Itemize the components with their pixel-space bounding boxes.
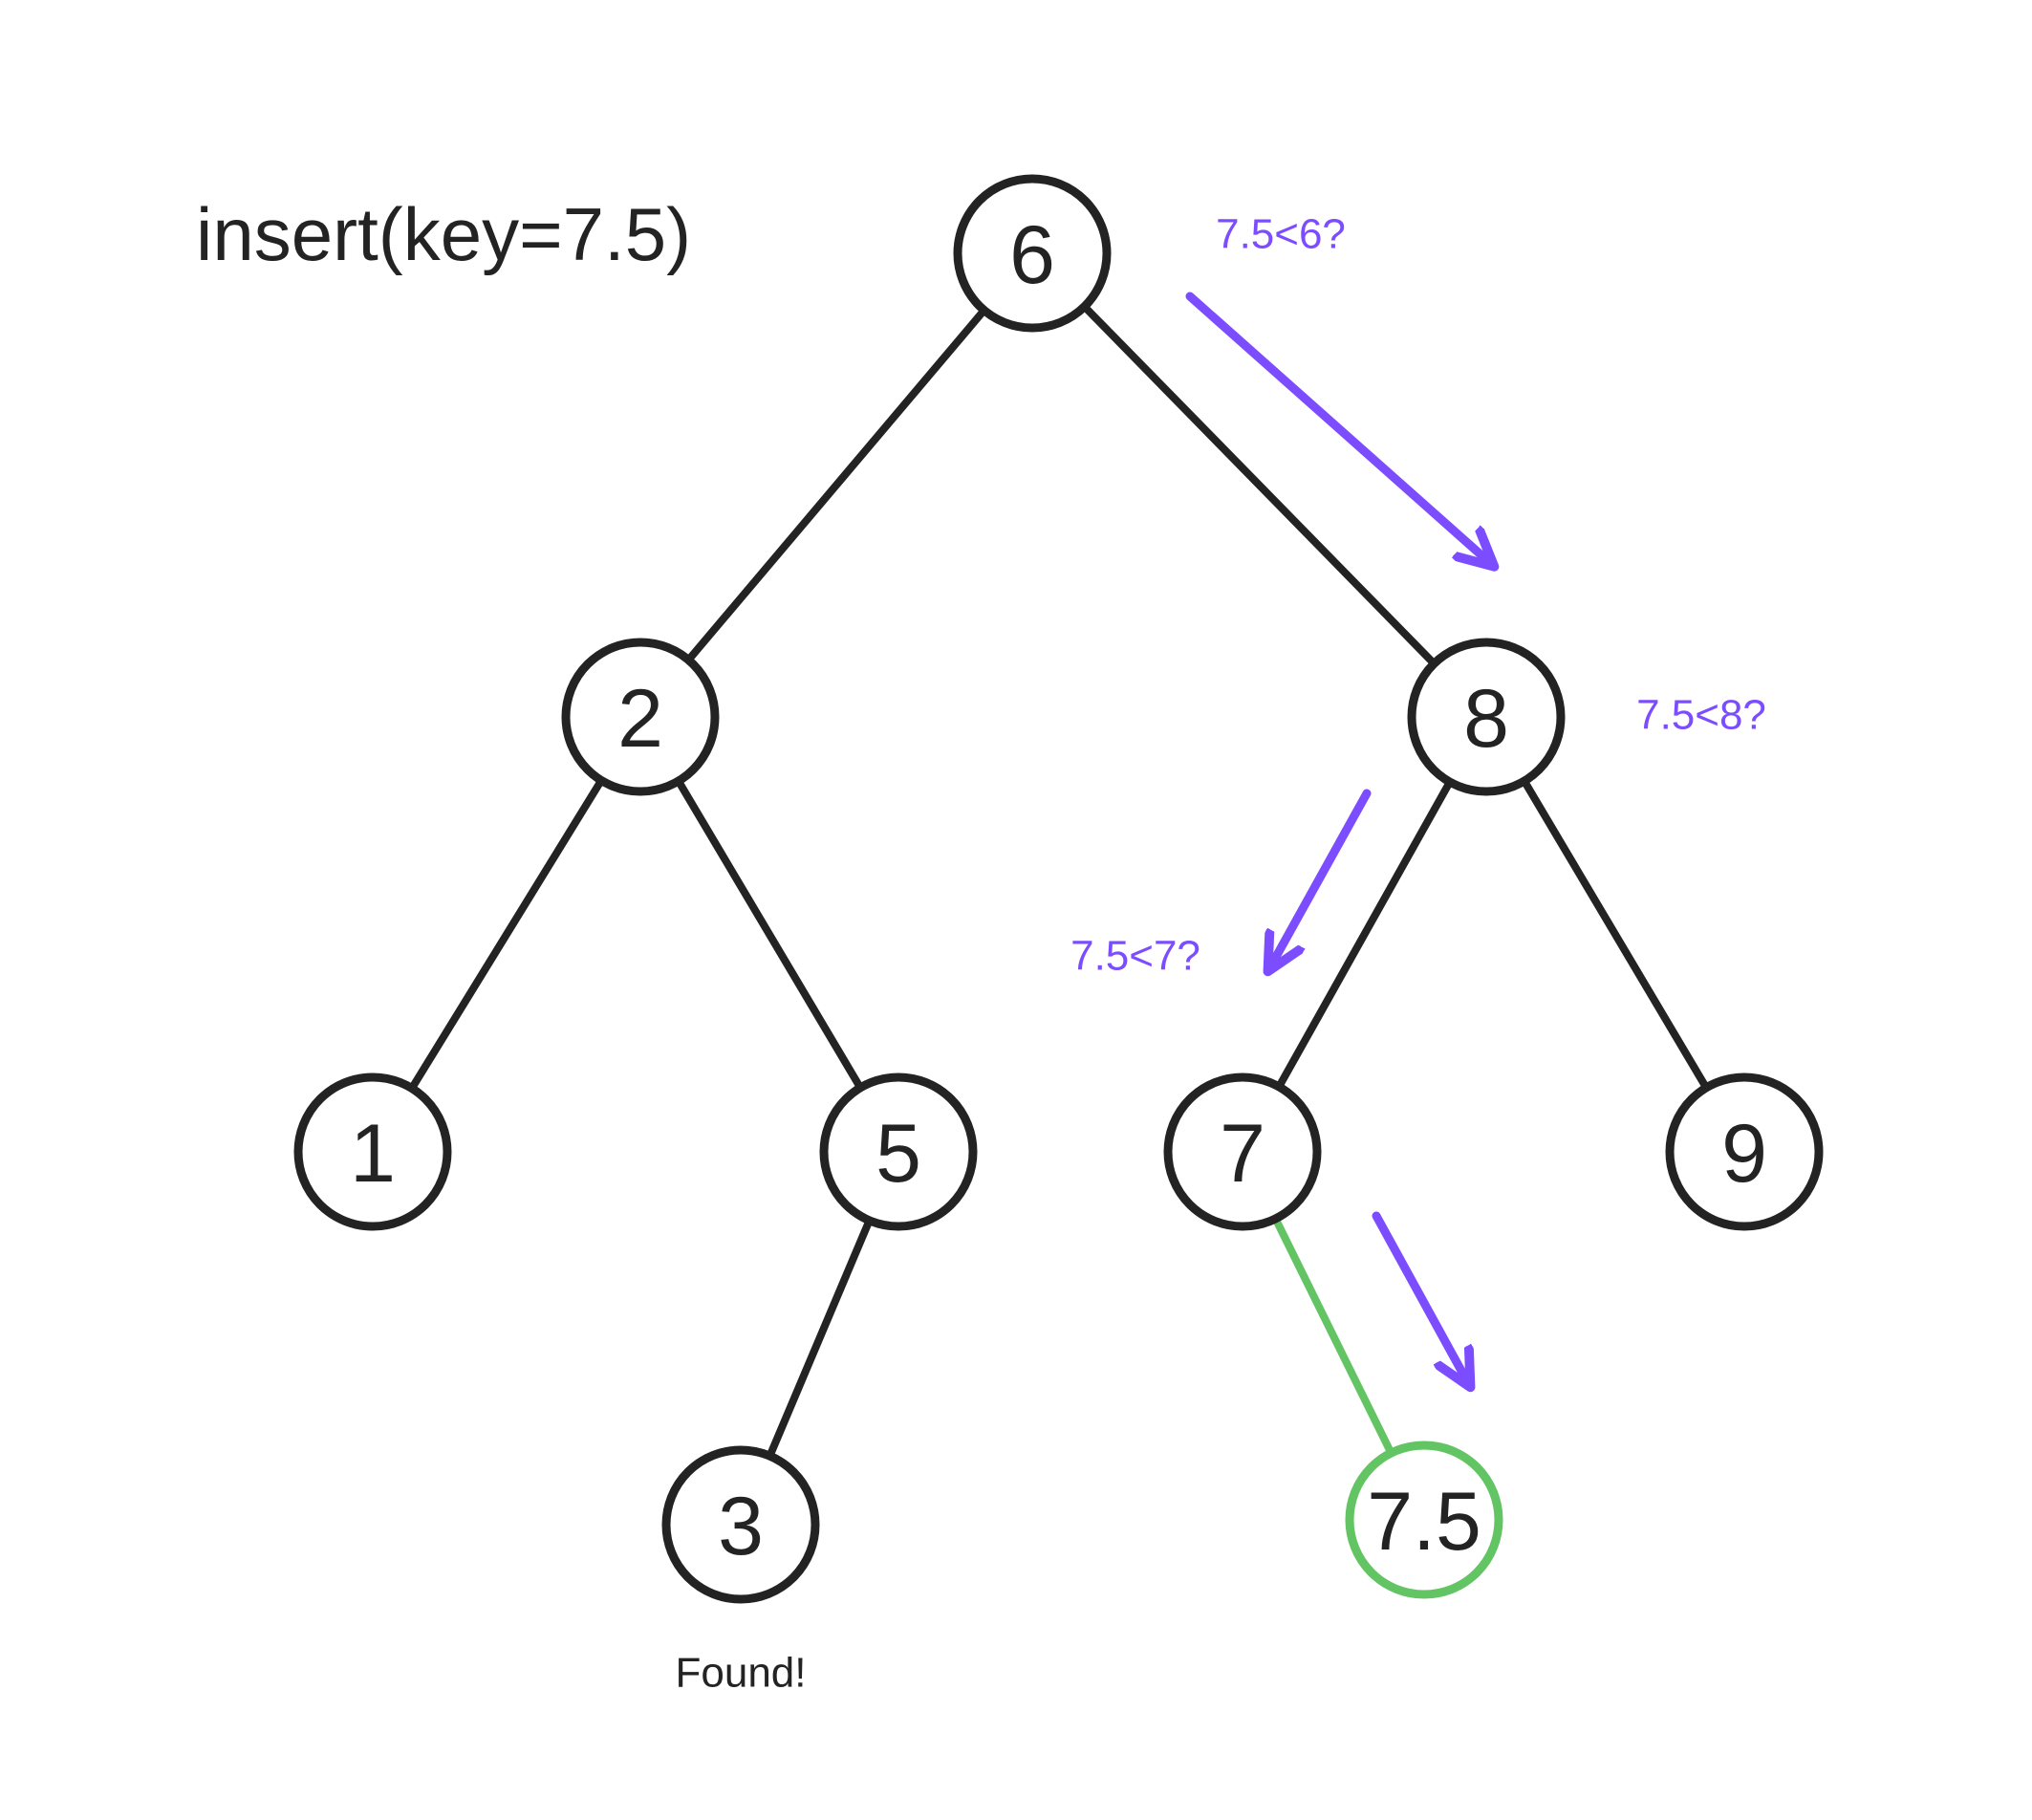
node-label: 9 — [1721, 1108, 1767, 1200]
node-label: 3 — [718, 1481, 764, 1572]
diagram-labels: insert(key=7.5) 7.5<6? 7.5<8? 7.5<7? Found! — [196, 192, 1766, 1697]
tree-node-5[interactable]: 5 — [819, 1072, 978, 1231]
node-circle — [661, 1445, 820, 1604]
node-circle — [561, 638, 720, 796]
comparison-arrow — [1271, 789, 1372, 965]
node-label: 7 — [1220, 1108, 1265, 1200]
comparison-label: 7.5<7? — [1070, 933, 1200, 980]
node-circle — [1345, 1441, 1503, 1599]
tree-edge — [684, 306, 988, 664]
tree-node-9[interactable]: 9 — [1665, 1072, 1824, 1231]
comparison-arrows — [1185, 292, 1489, 1381]
comparison-label: 7.5<8? — [1636, 692, 1766, 739]
comparison-arrow — [1372, 1211, 1467, 1381]
tree-nodes: 6 2 8 1 5 7 9 3 7.5 — [293, 174, 1824, 1604]
node-circle — [1665, 1072, 1824, 1231]
tree-edge — [1520, 777, 1711, 1092]
node-label: 7.5 — [1367, 1476, 1481, 1568]
tree-node-3[interactable]: 3 — [661, 1445, 820, 1604]
node-label: 6 — [1009, 209, 1055, 301]
tree-node-7.5[interactable]: 7.5 — [1345, 1441, 1503, 1599]
tree-node-7[interactable]: 7 — [1163, 1072, 1322, 1231]
node-circle — [953, 174, 1112, 333]
tree-edge — [674, 777, 865, 1092]
node-label: 5 — [875, 1108, 921, 1200]
node-label: 8 — [1463, 673, 1509, 765]
tree-node-8[interactable]: 8 — [1407, 638, 1566, 796]
node-circle — [1407, 638, 1566, 796]
tree-edge — [1080, 302, 1438, 668]
tree-edges — [407, 302, 1711, 1461]
tree-edge — [407, 776, 606, 1093]
node-circle — [293, 1072, 452, 1231]
diagram-title: insert(key=7.5) — [196, 192, 691, 276]
tree-edge — [1275, 778, 1454, 1091]
node-circle — [1163, 1072, 1322, 1231]
comparison-label: 7.5<6? — [1216, 211, 1346, 258]
tree-edge — [766, 1216, 874, 1461]
node-label: 1 — [350, 1108, 396, 1200]
comparison-arrow — [1185, 292, 1489, 562]
node-circle — [819, 1072, 978, 1231]
tree-edge-new — [1271, 1214, 1395, 1458]
found-label: Found! — [676, 1650, 807, 1697]
tree-node-1[interactable]: 1 — [293, 1072, 452, 1231]
node-label: 2 — [617, 673, 663, 765]
tree-node-6[interactable]: 6 — [953, 174, 1112, 333]
tree-node-2[interactable]: 2 — [561, 638, 720, 796]
